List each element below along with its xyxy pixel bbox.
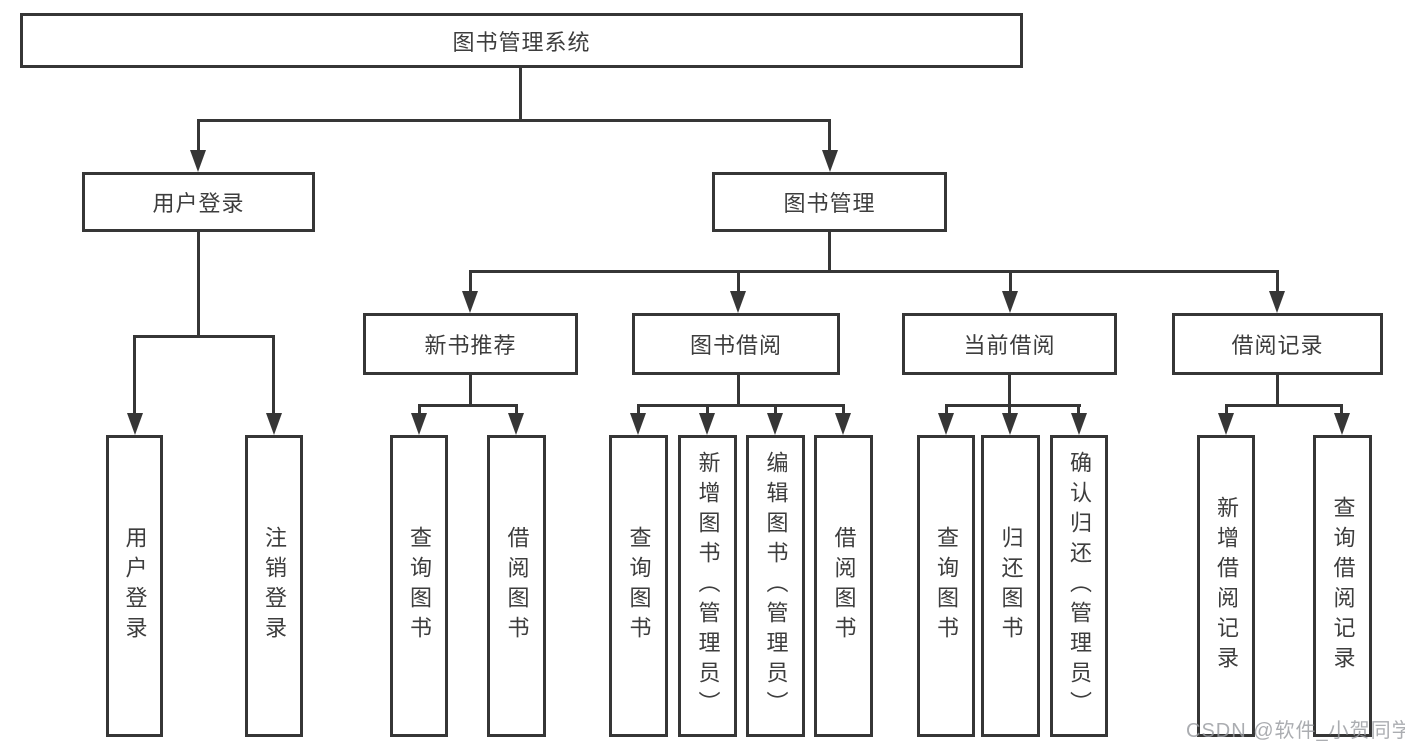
connector-line (1276, 375, 1279, 407)
connector-line (828, 119, 831, 152)
connector-line (1077, 404, 1080, 415)
node-current-borrow: 当前借阅 (902, 313, 1117, 375)
node-label: 用户登录 (152, 191, 245, 216)
node-new-book-recommend: 新书推荐 (363, 313, 578, 375)
leaf-user-login: 用户登录 (106, 435, 163, 737)
arrow-down-icon (630, 413, 646, 435)
node-label: 借阅图书 (504, 526, 530, 646)
csdn-watermark: CSDN @软件_小贺同学 (1186, 720, 1405, 742)
arrow-down-icon (1218, 413, 1234, 435)
connector-line (1009, 270, 1012, 293)
node-label: 用户登录 (122, 526, 148, 646)
arrow-down-icon (190, 150, 206, 172)
node-book-borrow: 图书借阅 (632, 313, 840, 375)
arrow-down-icon (411, 413, 427, 435)
node-label: 查询图书 (934, 526, 959, 646)
node-label: 图书管理 (783, 191, 876, 216)
connector-line (519, 68, 522, 122)
leaf-borrow-book: 借阅图书 (814, 435, 873, 737)
connector-line (774, 404, 777, 415)
node-label: 查询图书 (626, 526, 652, 646)
connector-line (133, 335, 136, 415)
arrow-down-icon (835, 413, 851, 435)
node-label: 图书管理系统 (452, 29, 591, 55)
leaf-query-book-recommend: 查询图书 (390, 435, 448, 737)
connector-line (469, 270, 472, 293)
arrow-down-icon (508, 413, 524, 435)
arrow-down-icon (767, 413, 783, 435)
connector-line (469, 270, 1279, 273)
connector-line (133, 335, 275, 338)
node-label: 查询图书 (407, 526, 432, 646)
arrow-down-icon (822, 150, 838, 172)
arrow-down-icon (1002, 413, 1018, 435)
arrow-down-icon (938, 413, 954, 435)
leaf-confirm-return-admin: 确认归还（管理员） (1050, 435, 1108, 737)
arrow-down-icon (462, 291, 478, 313)
node-library-system: 图书管理系统 (20, 13, 1023, 68)
node-borrow-records: 借阅记录 (1172, 313, 1383, 375)
connector-line (469, 375, 472, 407)
node-label: 图书借阅 (689, 333, 782, 358)
node-book-management: 图书管理 (712, 172, 947, 232)
connector-line (737, 270, 740, 293)
connector-line (1276, 270, 1279, 293)
arrow-down-icon (266, 413, 282, 435)
arrow-down-icon (1002, 291, 1018, 313)
connector-line (637, 404, 640, 415)
node-label: 确认归还（管理员） (1067, 451, 1092, 721)
connector-line (945, 404, 948, 415)
arrow-down-icon (1334, 413, 1350, 435)
leaf-add-borrow-record: 新增借阅记录 (1197, 435, 1255, 737)
node-label: 注销登录 (262, 526, 287, 646)
connector-line (197, 232, 200, 338)
leaf-add-book-admin: 新增图书（管理员） (678, 435, 737, 737)
connector-line (1008, 404, 1011, 415)
leaf-query-borrow-record: 查询借阅记录 (1313, 435, 1372, 737)
leaf-return-book: 归还图书 (981, 435, 1040, 737)
leaf-edit-book-admin: 编辑图书（管理员） (746, 435, 805, 737)
connector-line (272, 335, 275, 415)
node-label: 新增借阅记录 (1214, 496, 1239, 676)
connector-line (945, 404, 1081, 407)
node-label: 当前借阅 (963, 333, 1056, 358)
connector-line (828, 232, 831, 273)
node-label: 借阅图书 (831, 526, 857, 646)
arrow-down-icon (1269, 291, 1285, 313)
connector-line (737, 375, 740, 407)
leaf-query-book-borrow: 查询图书 (609, 435, 668, 737)
connector-line (1340, 404, 1343, 415)
leaf-query-book-current: 查询图书 (917, 435, 975, 737)
node-label: 编辑图书（管理员） (763, 451, 789, 721)
node-label: 归还图书 (998, 526, 1024, 646)
node-label: 新书推荐 (424, 333, 517, 358)
connector-line (1008, 375, 1011, 407)
arrow-down-icon (730, 291, 746, 313)
connector-line (1225, 404, 1343, 407)
arrow-down-icon (1071, 413, 1087, 435)
connector-line (706, 404, 709, 415)
connector-line (197, 119, 831, 122)
connector-line (842, 404, 845, 415)
node-label: 新增图书（管理员） (695, 451, 721, 721)
arrow-down-icon (127, 413, 143, 435)
node-label: 查询借阅记录 (1330, 496, 1356, 676)
connector-line (515, 404, 518, 415)
connector-line (418, 404, 421, 415)
connector-line (197, 119, 200, 152)
leaf-logout: 注销登录 (245, 435, 303, 737)
connector-line (1225, 404, 1228, 415)
node-user-login: 用户登录 (82, 172, 315, 232)
node-label: 借阅记录 (1231, 333, 1324, 358)
connector-line (637, 404, 845, 407)
connector-line (418, 404, 518, 407)
leaf-borrow-book-recommend: 借阅图书 (487, 435, 546, 737)
arrow-down-icon (699, 413, 715, 435)
